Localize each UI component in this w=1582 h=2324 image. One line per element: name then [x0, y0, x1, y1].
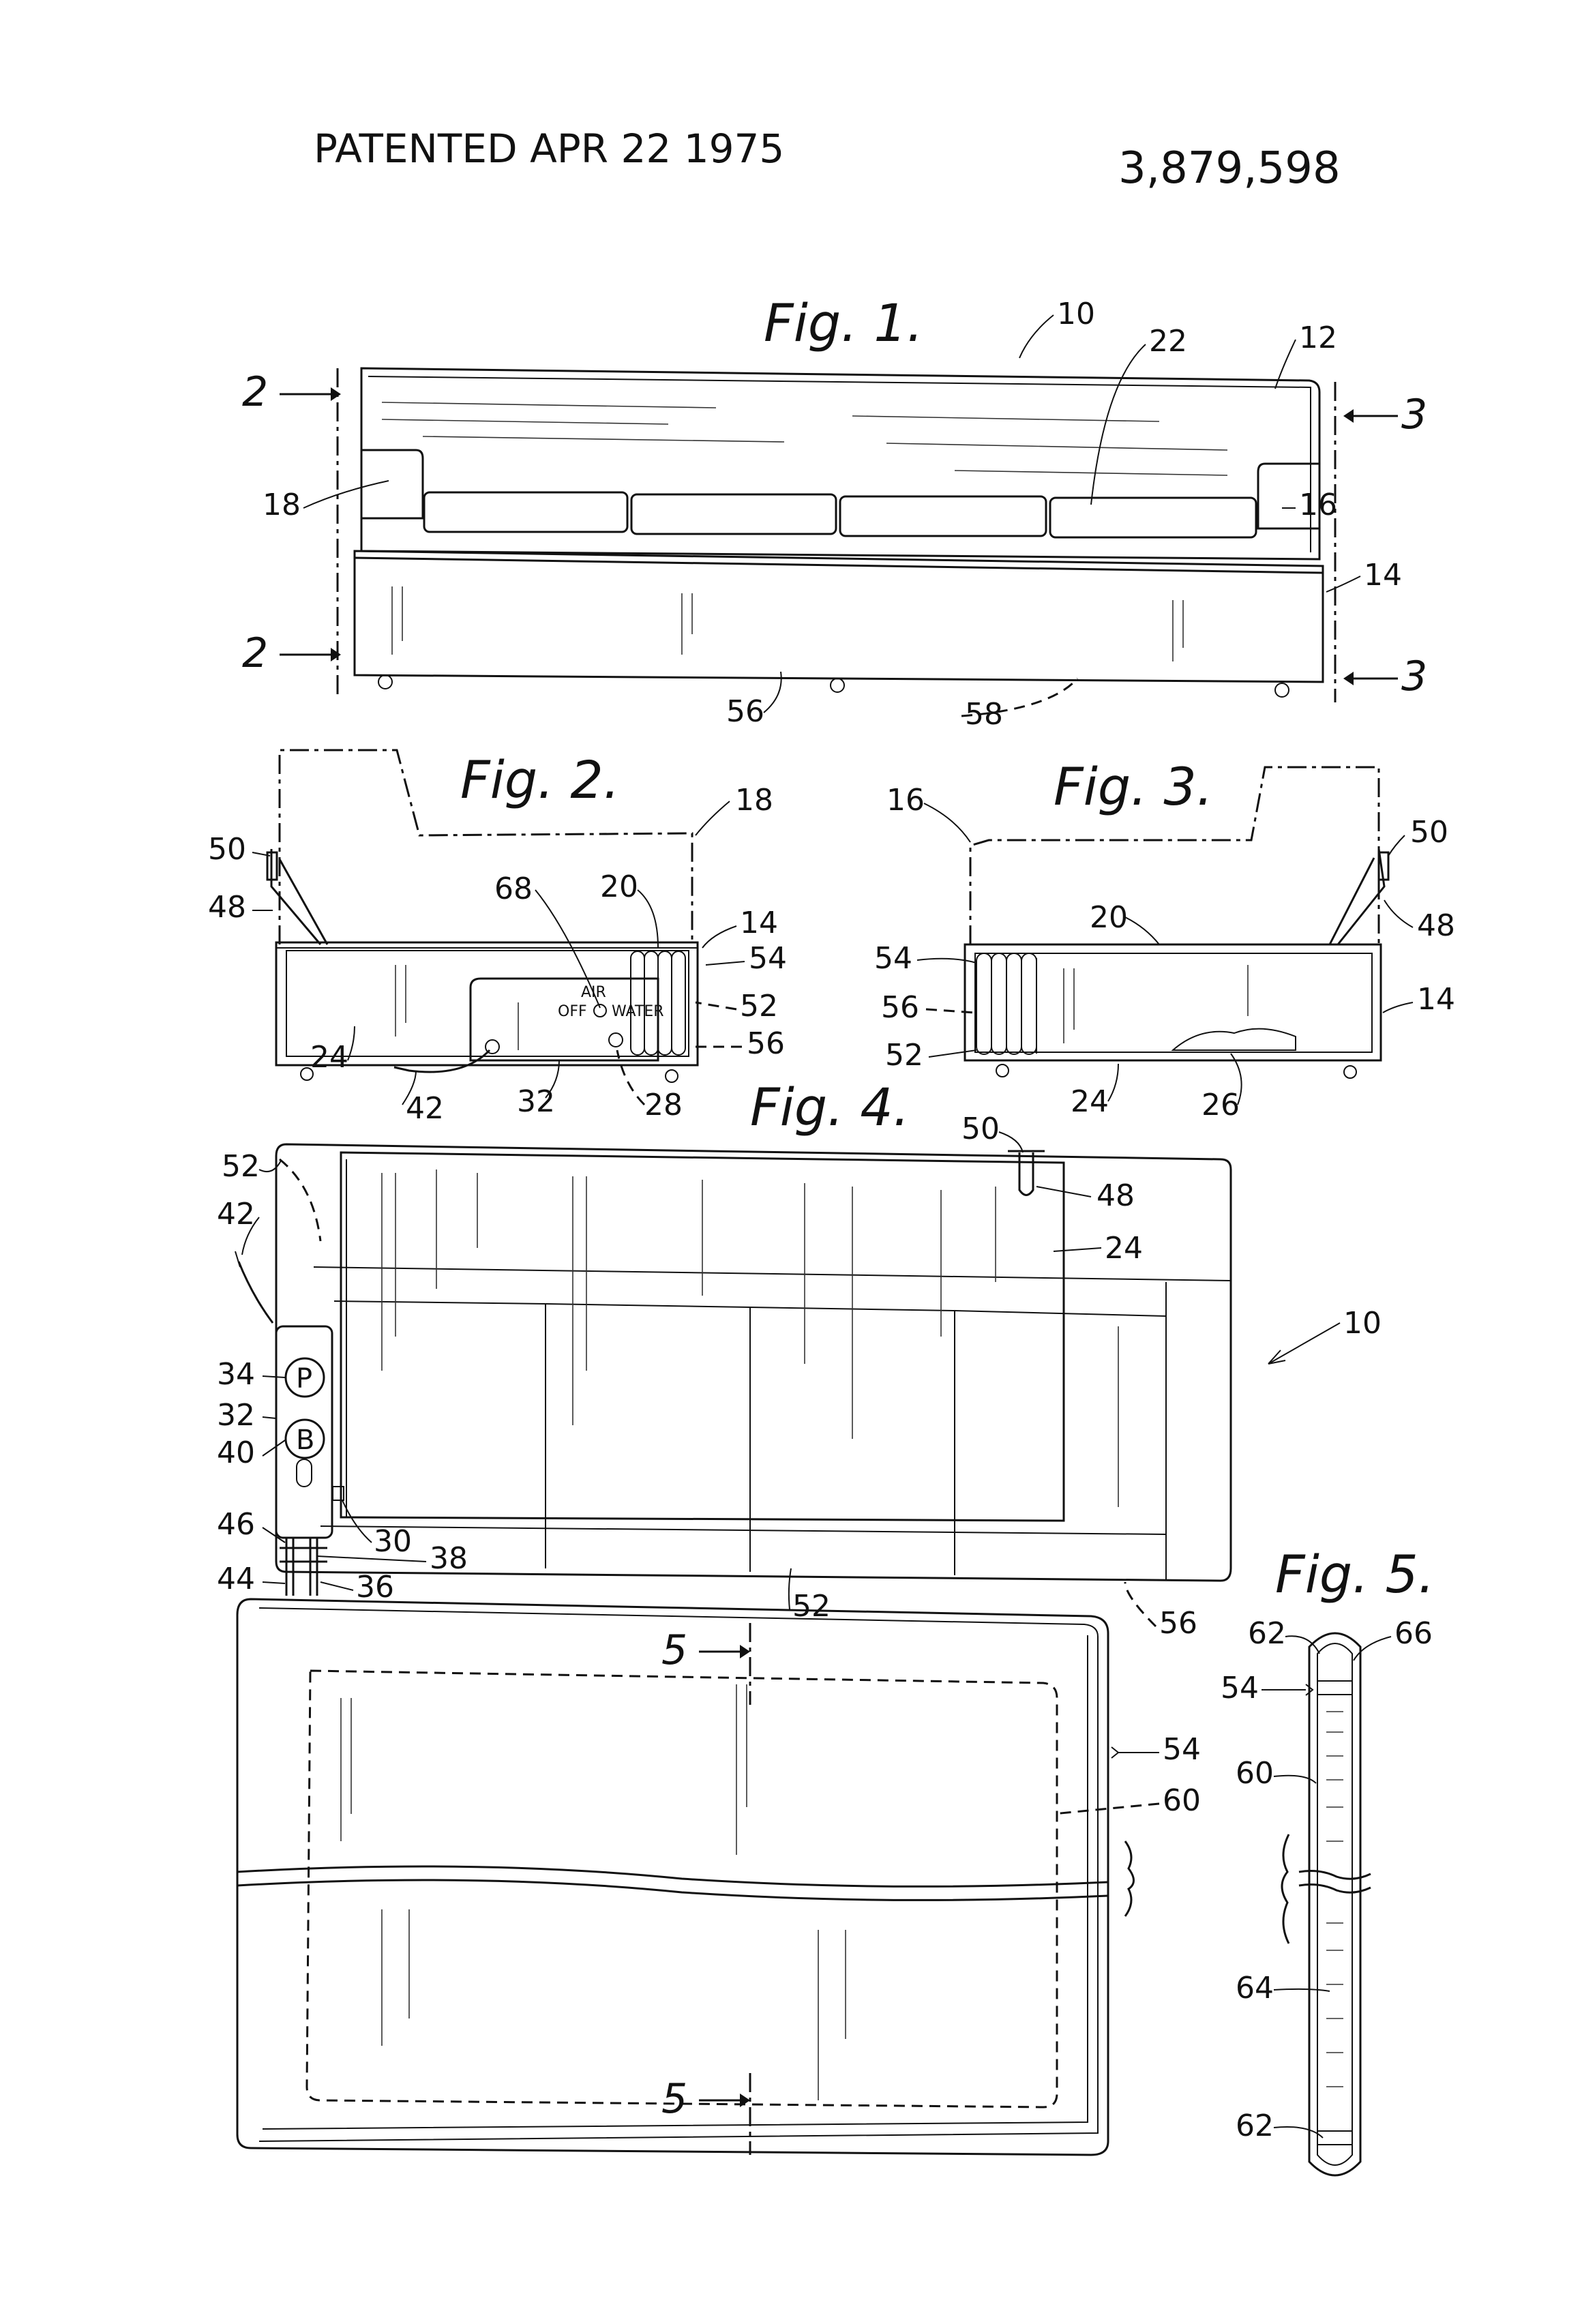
fig4-ref-48: 48 — [1096, 1178, 1135, 1213]
fig4-sofa-outline — [276, 1144, 1231, 1581]
fig4-ref-56: 56 — [1159, 1606, 1197, 1641]
fig2-ref-32: 32 — [517, 1084, 555, 1119]
fig4-ref-44: 44 — [217, 1562, 255, 1596]
figure-1: Fig. 1. — [242, 293, 1427, 732]
fig1-ref-56: 56 — [726, 694, 764, 729]
fig4-break-line-bottom — [237, 1880, 1108, 1900]
fig4-ref-10: 10 — [1343, 1306, 1382, 1341]
fig2-ref-54: 54 — [749, 941, 787, 976]
fig2-ref-24: 24 — [310, 1040, 348, 1075]
fig4-cushion-grid — [320, 1301, 1166, 1575]
fig5-ref-62-top: 62 — [1248, 1616, 1286, 1651]
fig3-ref-26: 26 — [1202, 1088, 1240, 1122]
fig1-section-2-top: 2 — [242, 368, 268, 416]
fig4-ref-34: 34 — [217, 1357, 255, 1392]
fig4-hoses — [280, 1538, 327, 1596]
fig3-ref-16: 16 — [886, 783, 925, 818]
fig3-ref-48: 48 — [1417, 908, 1455, 943]
fig1-seat-cushions — [424, 492, 1256, 537]
fig1-ref-12: 12 — [1299, 321, 1337, 355]
figure-5: Fig. 5. 62 66 54 60 64 62 — [1221, 1544, 1435, 2175]
fig4-brace — [1125, 1841, 1134, 1916]
fig4-title: Fig. 4. — [750, 1077, 910, 1137]
fig1-title: Fig. 1. — [764, 293, 923, 353]
fig1-section-3-top: 3 — [1401, 391, 1427, 438]
blower-symbol: B — [296, 1425, 314, 1456]
fig2-power-cord — [394, 1050, 490, 1072]
fig3-ref-24: 24 — [1071, 1084, 1109, 1119]
fig3-title: Fig. 3. — [1054, 756, 1213, 817]
fig4-break-line-top — [237, 1866, 1108, 1886]
fig4-ref-32: 32 — [217, 1398, 255, 1433]
fig5-ref-66: 66 — [1394, 1616, 1433, 1651]
fig2-ref-28: 28 — [644, 1088, 683, 1122]
fig2-ref-48: 48 — [208, 890, 246, 925]
fig2-title: Fig. 2. — [460, 749, 620, 810]
fig3-ref-50: 50 — [1410, 815, 1448, 850]
fig4-section-5-top: 5 — [661, 1626, 687, 1674]
fig3-ref-20: 20 — [1090, 900, 1128, 935]
panel-water-label: WATER — [612, 1003, 664, 1020]
fig4-switch[interactable] — [297, 1459, 312, 1487]
fig5-ref-62-bottom: 62 — [1236, 2109, 1274, 2143]
fig2-ref-52: 52 — [740, 989, 778, 1024]
fig5-ref-64: 64 — [1236, 1971, 1274, 2006]
fig5-ref-54: 54 — [1221, 1671, 1259, 1705]
fig3-coiled-bladder — [976, 953, 1036, 1054]
fig2-ref-42: 42 — [406, 1091, 444, 1126]
fig4-ref-24: 24 — [1105, 1231, 1143, 1266]
fig4-dashed-baffle — [307, 1671, 1057, 2107]
fig3-lift-arm — [1338, 849, 1384, 944]
fig2-ref-68: 68 — [494, 872, 533, 906]
fig2-ref-18: 18 — [735, 783, 773, 818]
fig4-section-5-bottom: 5 — [661, 2075, 687, 2123]
fig4-ref-54: 54 — [1163, 1732, 1201, 1767]
fig2-ref-56: 56 — [747, 1026, 785, 1061]
fig3-ref-52: 52 — [885, 1038, 923, 1073]
fig1-ref-10: 10 — [1057, 297, 1095, 331]
fig4-ref-42: 42 — [217, 1197, 255, 1232]
fig1-ref-18: 18 — [263, 488, 301, 522]
figure-4: Fig. 4. P B — [217, 1077, 1382, 2155]
fig3-stored-item — [1173, 1029, 1296, 1050]
fig4-ref-52-bottom: 52 — [792, 1589, 831, 1624]
fig4-ref-50: 50 — [961, 1112, 1000, 1146]
fig4-ref-38: 38 — [430, 1541, 468, 1576]
fig4-ref-52-top: 52 — [222, 1149, 260, 1184]
panel-off-label: OFF — [558, 1003, 587, 1020]
fig1-ref-16: 16 — [1299, 488, 1337, 522]
fig4-power-cord — [239, 1262, 273, 1323]
fig4-ref-60: 60 — [1163, 1783, 1201, 1818]
figure-3: Fig. 3. 16 50 20 48 54 14 56 52 24 26 — [874, 756, 1455, 1122]
fig1-ref-14: 14 — [1364, 558, 1402, 593]
fig3-ref-54: 54 — [874, 941, 912, 976]
fig4-ref-40: 40 — [217, 1435, 255, 1470]
fig3-ref-56: 56 — [881, 990, 919, 1025]
pump-symbol: P — [296, 1363, 312, 1395]
fig3-ref-14: 14 — [1417, 982, 1455, 1017]
fig1-section-3-bottom: 3 — [1401, 653, 1427, 700]
fig2-ref-20: 20 — [600, 869, 638, 904]
fig1-left-arm — [361, 450, 423, 518]
fig5-ref-60: 60 — [1236, 1756, 1274, 1791]
fig5-section-dashes — [1326, 1712, 1343, 2087]
fig5-title: Fig. 5. — [1275, 1544, 1435, 1605]
fig1-section-2-bottom: 2 — [242, 629, 268, 677]
patent-number: 3,879,598 — [1118, 143, 1341, 194]
fig1-ref-22: 22 — [1149, 324, 1187, 359]
fig4-ref-46: 46 — [217, 1507, 255, 1542]
fig2-ref-14: 14 — [740, 906, 778, 940]
fig4-ref-36: 36 — [356, 1570, 394, 1605]
fig5-brace — [1282, 1834, 1289, 1943]
fig4-ref-30: 30 — [374, 1524, 412, 1559]
fig2-ref-50: 50 — [208, 832, 246, 867]
patented-date: PATENTED APR 22 1975 — [314, 125, 784, 172]
fig2-gauge — [609, 1033, 623, 1047]
fig3-base-box — [965, 944, 1381, 1060]
fig4-drawer-bracket — [1019, 1152, 1033, 1195]
